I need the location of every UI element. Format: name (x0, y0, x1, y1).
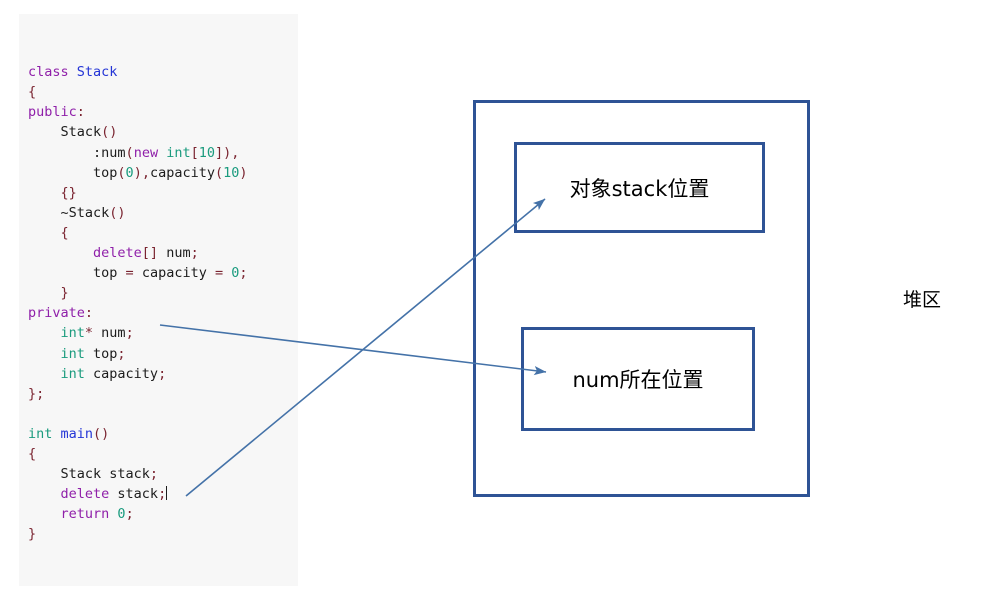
code-token: ), (133, 164, 150, 181)
code-token: ( (214, 164, 224, 181)
code-token: Stack (76, 64, 118, 81)
code-token: { (28, 84, 37, 101)
code-token: public (28, 104, 77, 121)
code-token: main (60, 425, 94, 442)
code-token: } (28, 285, 69, 302)
code-token: top (84, 345, 118, 362)
code-line: public: (28, 102, 298, 122)
code-token: top (28, 265, 126, 282)
code-token: () (109, 204, 126, 221)
code-line: private: (28, 303, 298, 323)
code-token: : (76, 104, 85, 121)
code-token: = (125, 265, 134, 282)
code-token: ( (125, 144, 134, 161)
code-token: : (84, 305, 94, 322)
code-token: new (133, 144, 167, 161)
code-line: { (28, 223, 298, 243)
code-line: Stack stack; (28, 464, 298, 484)
code-token: top (28, 164, 118, 181)
code-token: Stack stack (28, 466, 150, 483)
code-token: delete (28, 245, 142, 262)
code-token: } (28, 526, 37, 543)
code-token: ; (125, 325, 134, 342)
code-line: delete[] num; (28, 243, 298, 263)
num-location-box-label: num所在位置 (572, 368, 704, 392)
code-line: delete stack; (28, 484, 298, 504)
code-token: () (101, 124, 118, 141)
code-lines: class Stack{public: Stack() :num(new int… (28, 62, 298, 544)
code-token: * (84, 325, 94, 342)
code-token: ; (190, 245, 199, 262)
code-line: {} (28, 183, 298, 203)
code-token: int (28, 365, 85, 382)
code-line: int top; (28, 344, 298, 364)
code-token: ; (239, 265, 248, 282)
code-token: delete (28, 486, 110, 503)
code-line: class Stack (28, 62, 298, 82)
code-token: }; (28, 385, 45, 402)
code-token: ]), (215, 144, 240, 161)
code-token: int (28, 325, 85, 342)
code-line: }; (28, 384, 298, 404)
code-token: :num (28, 144, 126, 161)
code-token: ; (125, 506, 134, 523)
code-token: private (28, 305, 85, 322)
code-token: 0 (117, 506, 126, 523)
heap-region-label: 堆区 (903, 289, 942, 311)
code-token: = (214, 265, 224, 282)
text-caret (166, 486, 168, 501)
code-token: { (28, 445, 37, 462)
code-token: { (28, 224, 69, 241)
object-stack-box-label: 对象stack位置 (569, 176, 710, 201)
code-token: ( (117, 164, 126, 181)
code-token: num (93, 325, 126, 342)
code-token: ; (117, 345, 126, 362)
code-line: } (28, 524, 298, 544)
code-token: stack (109, 486, 159, 503)
code-line: :num(new int[10]), (28, 143, 298, 163)
code-token: ; (158, 486, 167, 503)
code-line: int* num; (28, 323, 298, 343)
code-line: int capacity; (28, 364, 298, 384)
code-token: capacity (133, 265, 215, 282)
code-line: { (28, 444, 298, 464)
code-token: num (158, 245, 191, 262)
num-location-box: num所在位置 (521, 327, 755, 431)
code-token: return (28, 506, 110, 523)
code-token: int (166, 144, 191, 161)
code-token: () (93, 425, 110, 442)
code-token: int (28, 425, 53, 442)
code-token: ; (149, 466, 159, 483)
code-token: 10 (223, 164, 240, 181)
code-line: top(0),capacity(10) (28, 163, 298, 183)
code-line: Stack() (28, 122, 298, 142)
code-token: 10 (198, 144, 215, 161)
code-token: {} (28, 184, 77, 201)
code-token: [] (141, 245, 159, 262)
code-panel[interactable]: class Stack{public: Stack() :num(new int… (19, 14, 298, 586)
code-token: class (28, 64, 77, 81)
code-line: top = capacity = 0; (28, 263, 298, 283)
code-line: ~Stack() (28, 203, 298, 223)
code-line: } (28, 283, 298, 303)
code-token: ; (158, 365, 167, 382)
code-token: 0 (125, 164, 134, 181)
object-stack-box: 对象stack位置 (514, 142, 765, 233)
code-token: [ (190, 144, 199, 161)
code-token: capacity (149, 164, 215, 181)
code-token: int (28, 345, 85, 362)
code-line: return 0; (28, 504, 298, 524)
code-line: { (28, 82, 298, 102)
code-token (52, 426, 60, 442)
code-token: Stack (28, 124, 102, 141)
code-token: ) (239, 164, 248, 181)
code-line (28, 404, 298, 424)
code-token: ~Stack (28, 204, 110, 221)
code-token: capacity (84, 365, 159, 382)
code-line: int main() (28, 424, 298, 444)
